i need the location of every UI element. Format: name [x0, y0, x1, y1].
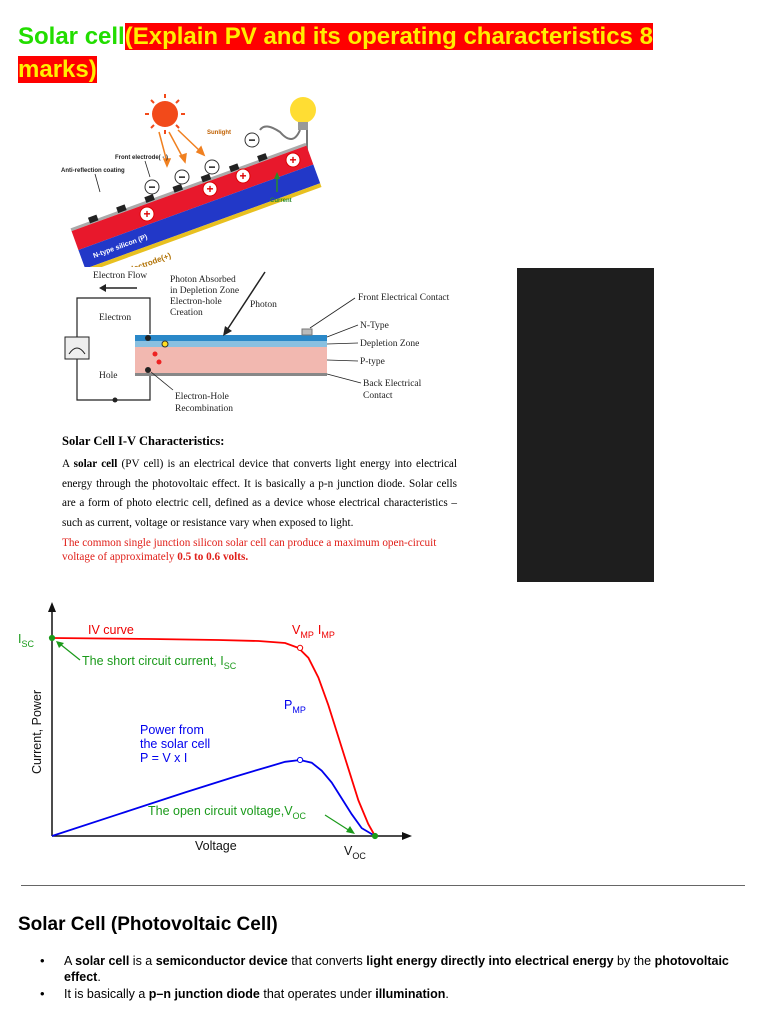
- sun-icon: [145, 94, 185, 134]
- mpp-power-point: [296, 756, 304, 764]
- y-axis-arrow: [48, 602, 56, 612]
- front-electrode-label: Front electrode( - ): [115, 155, 168, 161]
- svg-text:+: +: [143, 207, 150, 221]
- front-contact-label: Front Electrical Contact: [358, 293, 450, 303]
- svg-text:Photon Absorbed: Photon Absorbed: [170, 275, 236, 285]
- x-axis-arrow: [402, 832, 412, 840]
- iv-heading: Solar Cell I-V Characteristics:: [62, 434, 225, 448]
- svg-text:Electron-Hole: Electron-Hole: [175, 392, 229, 402]
- svg-text:P-type: P-type: [360, 357, 385, 367]
- bulb-icon: [290, 97, 316, 130]
- electron-flow-label: Electron Flow: [93, 271, 147, 281]
- svg-text:Back Electrical: Back Electrical: [363, 379, 422, 389]
- svg-text:in Depletion Zone: in Depletion Zone: [170, 286, 239, 296]
- voc-point: [371, 832, 379, 840]
- voc-label: VOC: [344, 844, 366, 861]
- title-main: Solar cell: [18, 23, 125, 50]
- svg-text:Contact: Contact: [363, 391, 393, 401]
- svg-text:Depletion Zone: Depletion Zone: [360, 339, 419, 349]
- iv-paragraph-1: A solar cell (PV cell) is an electrical …: [62, 457, 457, 530]
- bullet-list: A solar cell is a semiconductor device t…: [20, 953, 740, 1003]
- page-title: Solar cell(Explain PV and its operating …: [18, 20, 738, 86]
- short-circuit-arrow: [59, 643, 81, 661]
- iv-characteristics-text: Solar Cell I-V Characteristics: A solar …: [62, 432, 457, 564]
- mpp-iv-point: [296, 644, 304, 652]
- pn-junction-figure: Electron Flow Photon Absorbed in Depleti…: [64, 271, 450, 414]
- isc-point: [48, 634, 56, 642]
- list-item: A solar cell is a semiconductor device t…: [20, 953, 740, 985]
- x-axis-label: Voltage: [195, 839, 237, 853]
- svg-text:−: −: [178, 170, 185, 184]
- svg-text:Recombination: Recombination: [175, 404, 233, 414]
- pmp-label: PMP: [284, 698, 306, 715]
- dark-image-block: [517, 268, 654, 582]
- open-circuit-label: The open circuit voltage,VOC: [148, 804, 307, 821]
- isc-label: ISC: [18, 632, 34, 649]
- electron-label: Electron: [99, 313, 131, 323]
- iv-chart: Voltage Current, Power ISC IV curve The …: [18, 602, 412, 861]
- svg-text:+: +: [206, 182, 213, 196]
- svg-text:+: +: [239, 169, 246, 183]
- photon-label: Photon: [250, 300, 277, 310]
- svg-text:−: −: [208, 160, 215, 174]
- svg-text:−: −: [148, 180, 155, 194]
- divider: [21, 885, 745, 886]
- svg-text:N-Type: N-Type: [360, 321, 389, 331]
- anti-reflection-label: Anti-reflection coating: [61, 168, 125, 174]
- svg-text:+: +: [289, 153, 296, 167]
- solar-panel-figure: Sunlight N-type silicon (P) P-type silic…: [61, 94, 322, 267]
- iv-paragraph-2: The common single junction silicon solar…: [62, 536, 437, 563]
- svg-text:Electron-hole: Electron-hole: [170, 297, 222, 307]
- short-circuit-label: The short circuit current, ISC: [82, 654, 237, 671]
- power-curve-line: [51, 759, 376, 837]
- open-circuit-arrow: [324, 814, 351, 832]
- power-label-2: the solar cell: [140, 737, 210, 751]
- iv-curve-label: IV curve: [88, 623, 134, 637]
- hole-label: Hole: [99, 371, 117, 381]
- svg-text:−: −: [248, 133, 255, 147]
- y-axis-label: Current, Power: [30, 690, 44, 774]
- current-label: Current: [270, 198, 292, 204]
- list-item: It is basically a p–n junction diode tha…: [20, 986, 740, 1002]
- power-label-3: P = V x I: [140, 751, 187, 765]
- power-label-1: Power from: [140, 723, 204, 737]
- iv-curve-line: [51, 637, 376, 837]
- svg-text:Creation: Creation: [170, 308, 203, 318]
- sunlight-label: Sunlight: [207, 130, 231, 136]
- section-heading: Solar Cell (Photovoltaic Cell): [18, 914, 278, 935]
